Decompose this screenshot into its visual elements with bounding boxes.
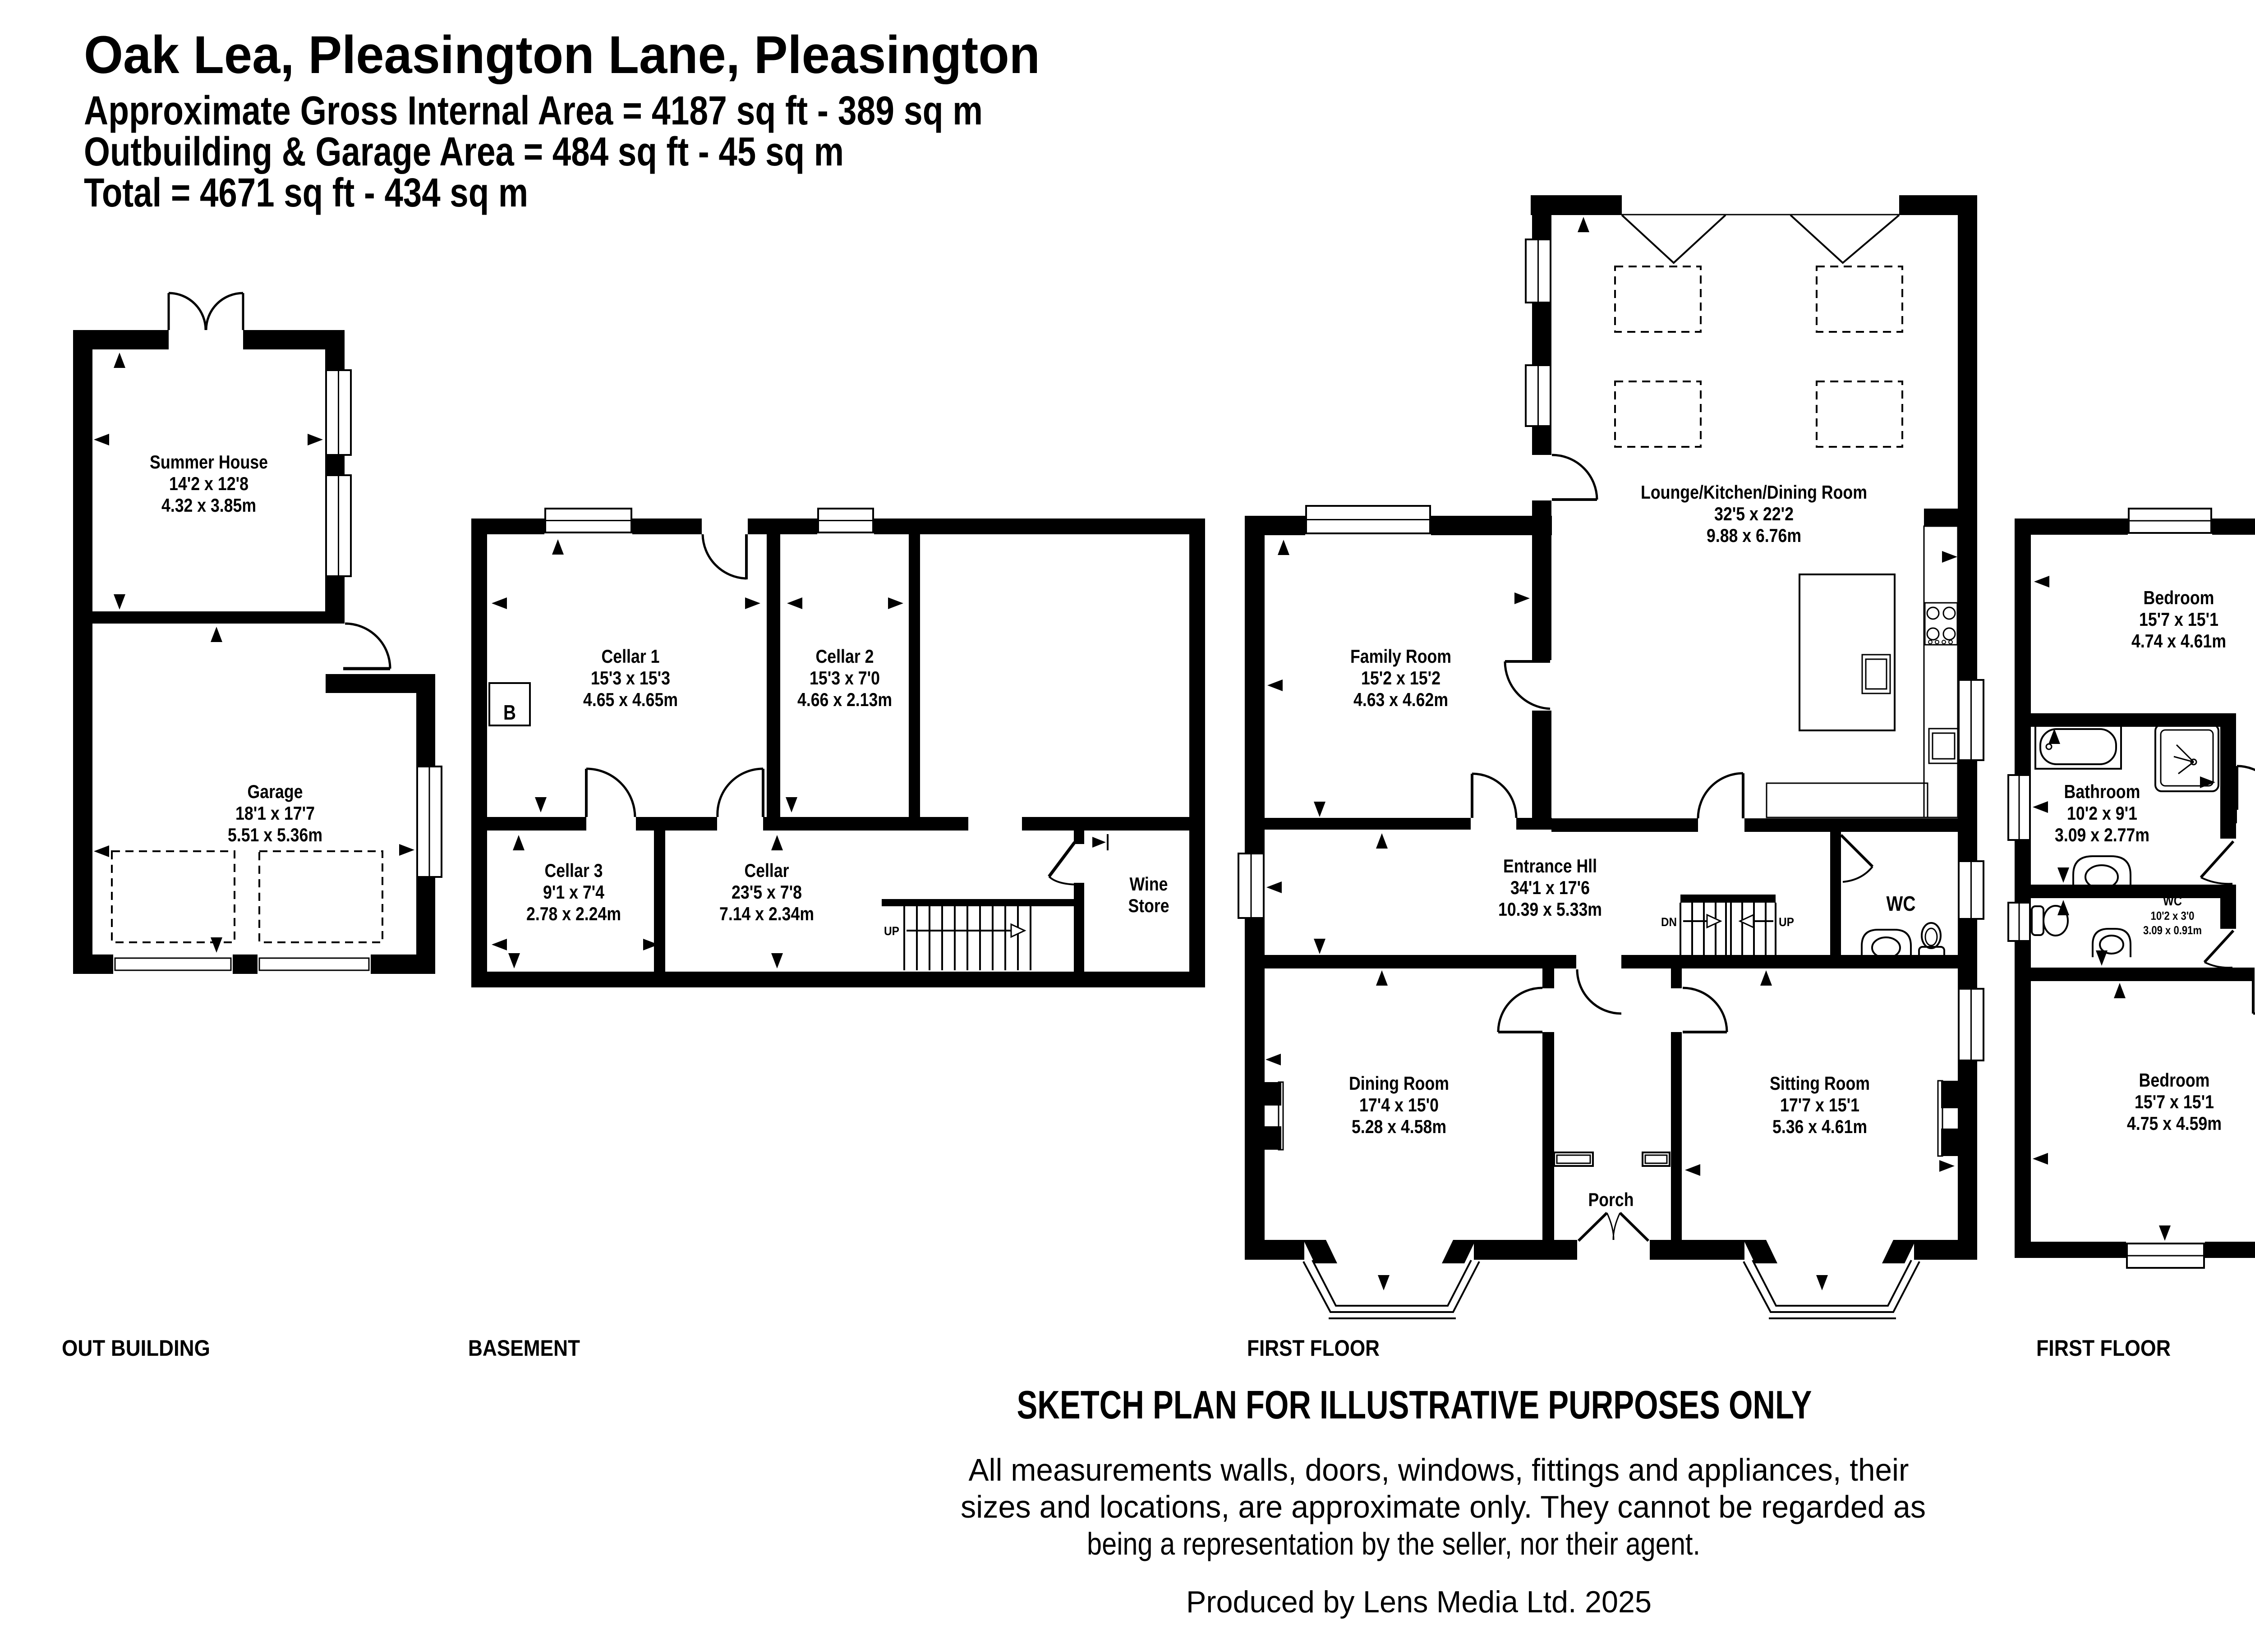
svg-text:3.09 x 2.77m: 3.09 x 2.77m xyxy=(2055,824,2149,845)
svg-text:4.63 x 4.62m: 4.63 x 4.62m xyxy=(1353,689,1448,710)
svg-text:15'7 x 15'1: 15'7 x 15'1 xyxy=(2135,1091,2214,1112)
svg-text:2.78 x 2.24m: 2.78 x 2.24m xyxy=(526,903,621,924)
svg-text:15'7 x 15'1: 15'7 x 15'1 xyxy=(2139,609,2218,630)
svg-text:10'2 x 3'0: 10'2 x 3'0 xyxy=(2151,909,2195,922)
svg-text:Total = 4671 sq ft - 434 sq m: Total = 4671 sq ft - 434 sq m xyxy=(84,170,528,216)
svg-text:All measurements walls, doors,: All measurements walls, doors, windows, … xyxy=(969,1452,1909,1487)
svg-text:SKETCH PLAN FOR ILLUSTRATIVE P: SKETCH PLAN FOR ILLUSTRATIVE PURPOSES ON… xyxy=(1017,1382,1812,1427)
svg-text:4.65 x 4.65m: 4.65 x 4.65m xyxy=(583,689,678,710)
svg-text:Bedroom: Bedroom xyxy=(2139,1069,2210,1091)
svg-text:Sitting Room: Sitting Room xyxy=(1770,1073,1870,1094)
svg-text:32'5 x 22'2: 32'5 x 22'2 xyxy=(1714,503,1794,524)
svg-text:10'2 x 9'1: 10'2 x 9'1 xyxy=(2067,803,2137,824)
svg-text:Bedroom: Bedroom xyxy=(2144,587,2214,608)
svg-text:Cellar 3: Cellar 3 xyxy=(545,860,603,881)
svg-text:10.39 x 5.33m: 10.39 x 5.33m xyxy=(1498,899,1602,920)
svg-text:FIRST FLOOR: FIRST FLOOR xyxy=(2036,1335,2171,1361)
svg-text:Cellar 1: Cellar 1 xyxy=(602,646,660,667)
svg-text:9.88 x 6.76m: 9.88 x 6.76m xyxy=(1707,525,1801,546)
svg-text:Outbuilding & Garage Area = 48: Outbuilding & Garage Area = 484 sq ft - … xyxy=(84,129,844,174)
svg-text:Dining Room: Dining Room xyxy=(1349,1073,1449,1094)
svg-text:17'4 x 15'0: 17'4 x 15'0 xyxy=(1359,1094,1439,1115)
svg-text:UP: UP xyxy=(884,924,899,938)
svg-text:Store: Store xyxy=(1128,895,1169,916)
svg-text:17'7 x 15'1: 17'7 x 15'1 xyxy=(1780,1094,1859,1115)
svg-text:Bathroom: Bathroom xyxy=(2064,781,2140,802)
svg-text:BASEMENT: BASEMENT xyxy=(468,1335,580,1361)
svg-text:Produced by Lens Media Ltd. 20: Produced by Lens Media Ltd. 2025 xyxy=(1186,1585,1652,1619)
svg-text:15'3 x 7'0: 15'3 x 7'0 xyxy=(810,667,880,688)
svg-text:7.14 x 2.34m: 7.14 x 2.34m xyxy=(719,903,814,924)
svg-text:14'2 x 12'8: 14'2 x 12'8 xyxy=(169,473,249,494)
svg-text:Cellar 2: Cellar 2 xyxy=(816,646,874,667)
svg-text:34'1 x 17'6: 34'1 x 17'6 xyxy=(1510,877,1590,898)
svg-text:Oak Lea, Pleasington Lane, Ple: Oak Lea, Pleasington Lane, Pleasington xyxy=(84,25,1040,85)
svg-text:Cellar: Cellar xyxy=(745,860,789,881)
svg-text:4.75 x 4.59m: 4.75 x 4.59m xyxy=(2127,1113,2222,1134)
svg-text:WC: WC xyxy=(2163,894,2182,909)
svg-text:WC: WC xyxy=(1887,892,1916,915)
svg-text:sizes and locations, are appro: sizes and locations, are approximate onl… xyxy=(961,1489,1926,1524)
svg-text:Wine: Wine xyxy=(1130,873,1168,895)
svg-text:Porch: Porch xyxy=(1588,1189,1634,1210)
svg-text:OUT BUILDING: OUT BUILDING xyxy=(62,1335,210,1361)
svg-text:5.28 x 4.58m: 5.28 x 4.58m xyxy=(1352,1116,1446,1137)
svg-text:5.36 x 4.61m: 5.36 x 4.61m xyxy=(1772,1116,1867,1137)
svg-text:Entrance Hll: Entrance Hll xyxy=(1503,855,1597,876)
svg-text:Summer House: Summer House xyxy=(150,451,268,473)
svg-text:5.51 x 5.36m: 5.51 x 5.36m xyxy=(228,824,322,845)
svg-text:4.74 x 4.61m: 4.74 x 4.61m xyxy=(2131,630,2226,652)
svg-text:B: B xyxy=(503,701,516,724)
svg-text:18'1 x 17'7: 18'1 x 17'7 xyxy=(235,803,315,824)
svg-text:DN: DN xyxy=(1661,915,1677,929)
svg-text:9'1 x 7'4: 9'1 x 7'4 xyxy=(543,881,605,903)
svg-text:Family Room: Family Room xyxy=(1350,646,1451,667)
svg-text:Approximate Gross Internal Are: Approximate Gross Internal Area = 4187 s… xyxy=(84,88,983,133)
svg-text:23'5 x 7'8: 23'5 x 7'8 xyxy=(732,881,802,903)
svg-text:Garage: Garage xyxy=(248,781,303,802)
svg-text:Lounge/Kitchen/Dining Room: Lounge/Kitchen/Dining Room xyxy=(1641,482,1867,503)
svg-text:UP: UP xyxy=(1779,915,1794,929)
svg-text:4.66 x 2.13m: 4.66 x 2.13m xyxy=(797,689,892,710)
svg-text:3.09 x 0.91m: 3.09 x 0.91m xyxy=(2143,923,2202,937)
svg-text:15'3 x 15'3: 15'3 x 15'3 xyxy=(591,667,670,688)
svg-text:15'2 x 15'2: 15'2 x 15'2 xyxy=(1361,667,1440,688)
svg-text:4.32 x 3.85m: 4.32 x 3.85m xyxy=(161,495,256,516)
svg-text:FIRST FLOOR: FIRST FLOOR xyxy=(1247,1335,1380,1361)
svg-text:being a representation by the: being a representation by the seller, no… xyxy=(1087,1526,1700,1561)
